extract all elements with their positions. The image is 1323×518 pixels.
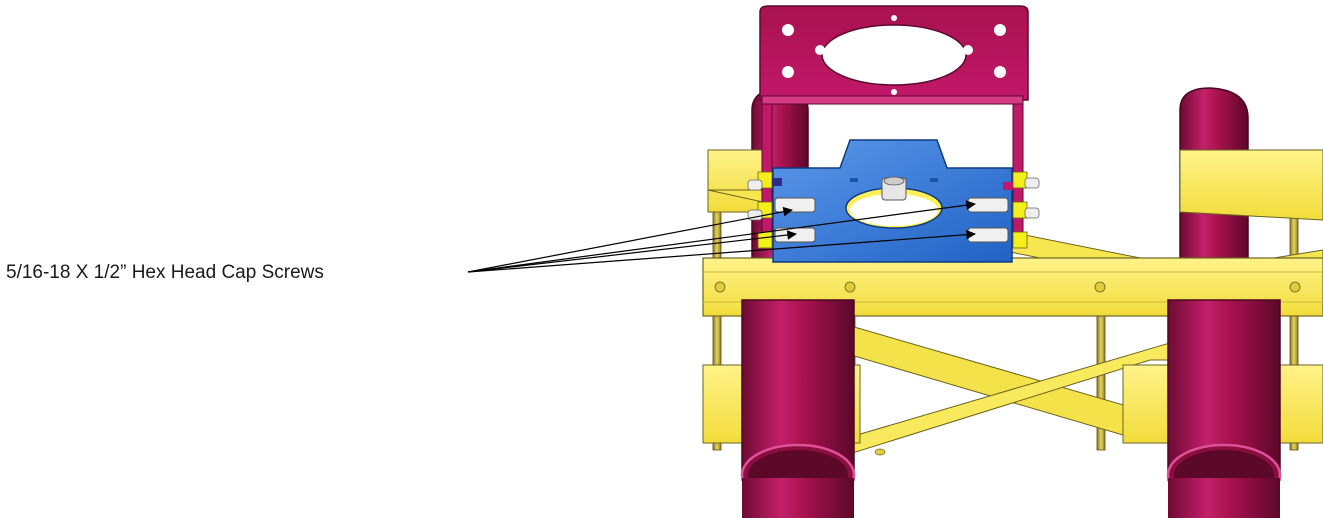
front-tube-right: [1166, 299, 1282, 518]
center-bolt-boss: [881, 176, 907, 201]
right-hardware: [967, 171, 1040, 249]
leader-line-2: [467, 230, 797, 273]
callout-label-hex-head-cap-screws: 5/16-18 X 1/2” Hex Head Cap Screws: [6, 262, 324, 283]
front-tube-left: [740, 299, 856, 518]
leader-line-3: [467, 200, 976, 273]
leader-line-1: [467, 206, 793, 273]
motor-plate: [759, 5, 1029, 101]
leader-lines: [467, 200, 976, 273]
leader-line-4: [467, 229, 976, 273]
